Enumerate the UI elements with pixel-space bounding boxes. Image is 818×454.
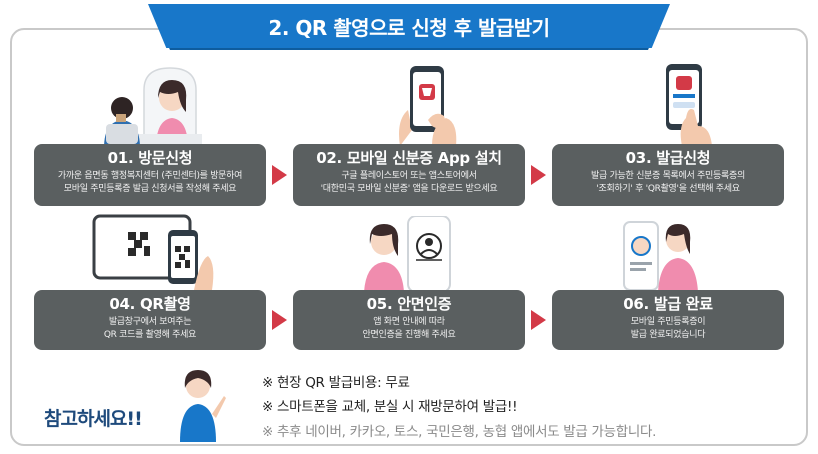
- step-04-desc-line2: QR 코드를 촬영해 주세요: [103, 330, 197, 340]
- step-05-number: 05.: [366, 295, 393, 313]
- visit-counter-illustration: [104, 67, 202, 148]
- step-03-desc-line2: '조회하기' 후 'QR촬영'을 선택해 주세요: [596, 184, 740, 194]
- step-02-desc-line2: '대한민국 모바일 신분증' 앱을 다운로드 받으세요: [320, 184, 498, 194]
- step-03-number: 03.: [625, 149, 652, 167]
- phone-install-illustration: [399, 66, 457, 146]
- arrow-right-icon: [272, 165, 287, 185]
- callout-title: 참고하세요!!: [44, 408, 143, 430]
- step-06-box: 06. 발급 완료 모바일 주민등록증이 발급 완료되었습니다: [552, 290, 784, 350]
- step-02-number: 02.: [316, 149, 342, 167]
- step-01-desc-line2: 모바일 주민등록증 발급 신청서를 작성해 주세요: [63, 184, 237, 194]
- step-05-title: 안면인증: [397, 295, 452, 313]
- phone-apply-illustration: [666, 64, 712, 146]
- step-02-desc-line1: 구글 플레이스토어 또는 앱스토어에서: [341, 171, 477, 181]
- qr-scan-illustration: [92, 214, 214, 290]
- arrow-right-icon: [272, 310, 287, 330]
- step-03-desc-line1: 발급 가능한 신분증 목록에서 주민등록증의: [591, 171, 745, 181]
- note-free-cost: ※ 현장 QR 발급비용: 무료: [262, 375, 410, 391]
- step-03-title: 발급신청: [656, 149, 711, 167]
- step-02-box: 02. 모바일 신분증 App 설치 구글 플레이스토어 또는 앱스토어에서 '…: [293, 144, 525, 206]
- title-ribbon: 2. QR 촬영으로 신청 후 발급받기: [148, 4, 670, 48]
- arrow-right-icon: [531, 310, 546, 330]
- note-revisit: ※ 스마트폰을 교체, 분실 시 재방문하여 발급!!: [262, 399, 518, 415]
- step-02-title: 모바일 신분증 App 설치: [346, 149, 502, 167]
- step-01-number: 01.: [107, 149, 134, 167]
- step-05-box: 05. 안면인증 앱 화면 안내에 따라 안면인증을 진행해 주세요: [293, 290, 525, 350]
- step-01-desc-line1: 가까운 읍면동 행정복지센터 (주민센터)를 방문하여: [57, 171, 243, 181]
- step-06-title: 발급 완료: [653, 295, 713, 313]
- step-04-box: 04. QR촬영 발급창구에서 보여주는 QR 코드를 촬영해 주세요: [34, 290, 266, 350]
- step-04-number: 04.: [109, 295, 136, 313]
- step-01-box: 01. 방문신청 가까운 읍면동 행정복지센터 (주민센터)를 방문하여 모바일…: [34, 144, 266, 206]
- issued-id-illustration: [623, 221, 698, 292]
- pointing-person-illustration: [180, 370, 226, 442]
- step-05-desc-line1: 앱 화면 안내에 따라: [373, 317, 445, 327]
- step-05-desc-line2: 안면인증을 진행해 주세요: [362, 330, 456, 340]
- step-06-desc-line1: 모바일 주민등록증이: [630, 317, 706, 327]
- step-04-desc-line1: 발급창구에서 보여주는: [108, 317, 192, 327]
- note-future-apps: ※ 추후 네이버, 카카오, 토스, 국민은행, 농협 앱에서도 발급 가능합니…: [262, 424, 657, 440]
- arrow-right-icon: [531, 165, 546, 185]
- step-01-title: 방문신청: [138, 149, 193, 167]
- page-title: 2. QR 촬영으로 신청 후 발급받기: [268, 15, 550, 40]
- face-auth-illustration: [364, 216, 451, 292]
- step-03-box: 03. 발급신청 발급 가능한 신분증 목록에서 주민등록증의 '조회하기' 후…: [552, 144, 784, 206]
- step-06-number: 06.: [623, 295, 649, 313]
- step-06-desc-line2: 발급 완료되었습니다: [630, 330, 706, 340]
- step-04-title: QR촬영: [139, 295, 191, 313]
